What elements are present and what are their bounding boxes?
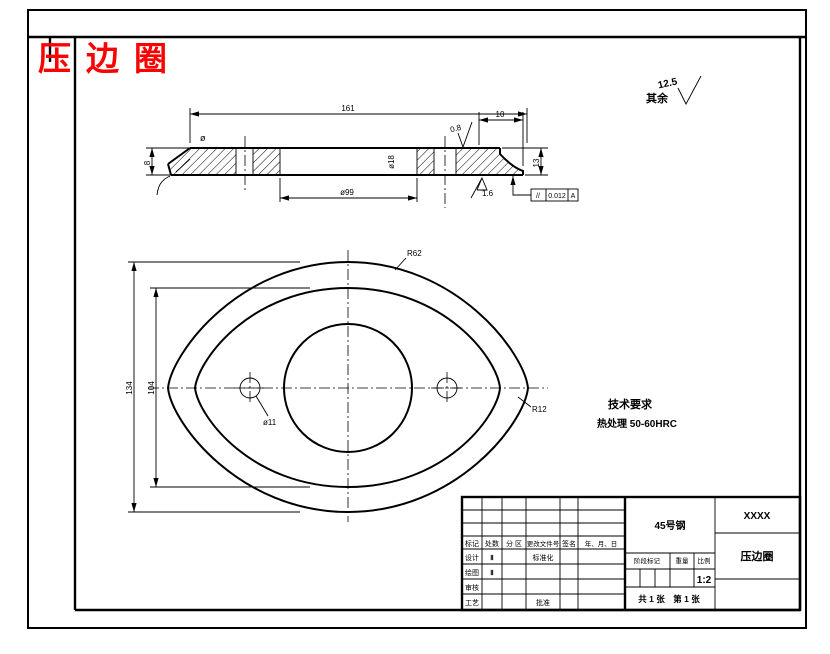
tb-weight-label: 重量 xyxy=(676,557,690,565)
tb-scale-label: 比例 xyxy=(698,556,711,565)
roughness-slash xyxy=(470,177,483,199)
dim-right-height: 13 xyxy=(532,158,541,167)
label-r-outer: R62 xyxy=(407,249,422,258)
tb-header-mark: 标记 xyxy=(465,539,479,548)
roughness-check-icon xyxy=(457,121,473,149)
tolerance-datum: A xyxy=(571,193,576,200)
roughness-top: 0.8 xyxy=(449,121,473,149)
tb-header-count: 处数 xyxy=(485,539,499,548)
tb-company: XXXX xyxy=(744,511,771,522)
dim-left-thickness: 8 xyxy=(143,160,152,165)
leader-r-outer xyxy=(394,257,407,271)
tb-row-draw: 绘图 xyxy=(465,568,479,577)
tech-req-title: 技术要求 xyxy=(608,397,653,411)
tb-row-check: 审核 xyxy=(465,583,479,592)
general-roughness-note: 其余 12.5 xyxy=(646,75,702,105)
tb-sig-design: Ⅱ xyxy=(490,554,493,562)
roughness-top-value: 0.8 xyxy=(449,123,463,135)
tolerance-value: 0.012 xyxy=(548,193,566,200)
section-left-lip-outer xyxy=(167,147,191,165)
section-left-lip-end xyxy=(167,163,172,176)
inner-contour xyxy=(193,286,502,489)
hatch-right-wall xyxy=(456,148,523,175)
tb-approved: 批准 xyxy=(536,598,550,607)
tb-standardized: 标准化 xyxy=(533,553,554,562)
label-r-corner: R12 xyxy=(532,405,547,414)
small-dia-mark: ø xyxy=(200,133,206,143)
roughness-prefix: 其余 xyxy=(646,91,669,105)
tb-scale-value: 1:2 xyxy=(697,575,712,586)
dim-inner-height: 104 xyxy=(147,381,156,395)
tb-header-zone: 分 区 xyxy=(506,539,522,548)
sheet-title-red: 压边圈 xyxy=(38,40,182,77)
tb-row-design: 设计 xyxy=(465,553,479,562)
roughness-bottom-value: 1.6 xyxy=(482,189,494,198)
tb-material: 45号钢 xyxy=(654,519,685,532)
dim-overall: 161 xyxy=(341,104,355,113)
tb-header-docno: 更改文件号 xyxy=(527,539,560,548)
tb-stage-label: 阶段标记 xyxy=(634,556,661,565)
dim-outer-height: 134 xyxy=(125,381,134,395)
tolerance-box xyxy=(530,188,579,202)
leader-r-corner xyxy=(517,396,532,408)
label-hole-dia: ø11 xyxy=(263,418,277,427)
technical-requirements: 技术要求 热处理 50-60HRC xyxy=(597,397,677,430)
outer-contour xyxy=(166,260,530,514)
tb-header-sign: 签名 xyxy=(562,539,576,548)
section-left-lip-inner xyxy=(175,158,191,173)
tb-part-name: 压边圈 xyxy=(741,549,774,563)
section-right-taper xyxy=(499,148,524,175)
tb-row-process: 工艺 xyxy=(465,599,479,607)
hatch-left-inner xyxy=(253,148,280,175)
leader-hole xyxy=(255,395,269,417)
roughness-check-icon xyxy=(677,75,702,105)
lip-leader-curve xyxy=(156,175,171,196)
dim-hub: ø18 xyxy=(387,155,396,169)
roughness-value: 12.5 xyxy=(657,76,679,91)
dim-bore: ø99 xyxy=(340,188,354,197)
dim-step: 10 xyxy=(496,110,505,119)
title-block-border xyxy=(460,495,802,612)
tolerance-symbol: // xyxy=(536,193,540,200)
tolerance-frame: // 0.012 A xyxy=(510,176,579,202)
tb-sheet-note: 共 1 张 第 1 张 xyxy=(638,594,700,604)
tolerance-leader xyxy=(510,176,531,196)
roughness-bottom: 1.6 xyxy=(470,176,494,199)
title-block: 标记 处数 分 区 更改文件号 签名 年、月、日 设计 绘图 审核 工艺 Ⅱ Ⅱ… xyxy=(460,495,802,612)
tech-req-line1: 热处理 50-60HRC xyxy=(597,417,677,430)
plan-view: R62 R12 ø11 134 104 xyxy=(125,249,548,522)
tb-sig-draw: Ⅱ xyxy=(490,569,493,577)
outer-border xyxy=(27,9,807,629)
tb-header-date: 年、月、日 xyxy=(585,539,618,548)
sheet-borders xyxy=(27,9,807,629)
section-view: 161 10 ø99 ø18 8 13 ø 0.8 xyxy=(143,104,579,208)
hatch-right-inner xyxy=(417,148,434,175)
roughness-triangle-icon xyxy=(476,176,488,191)
hatch-left-wall xyxy=(168,148,236,175)
